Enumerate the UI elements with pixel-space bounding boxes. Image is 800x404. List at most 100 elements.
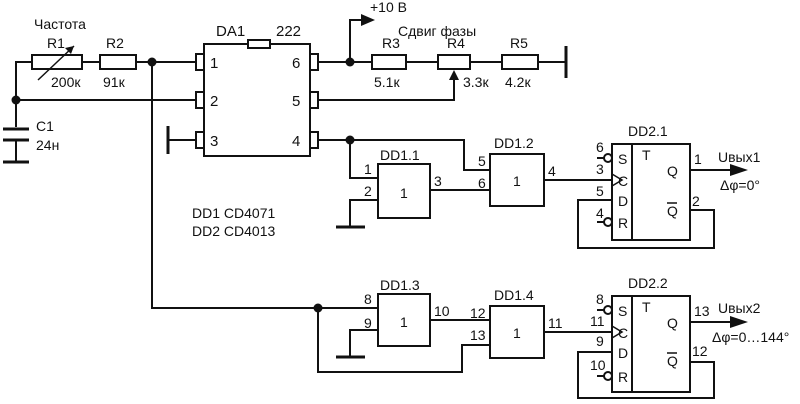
da1-pin-3: 3 [210, 133, 218, 150]
dd1-4-pin-a: 12 [470, 305, 486, 321]
r2-value: 91к [103, 74, 126, 90]
wire-pin4 [317, 139, 491, 171]
wire-supply [349, 19, 365, 63]
resistor-r1 [31, 45, 83, 81]
dd2-1-c: C [618, 173, 628, 189]
da1-pin-2: 2 [210, 93, 218, 110]
dd2-1-pin-qn: 2 [692, 193, 700, 209]
dd2-2-pin-r: 10 [590, 357, 606, 373]
resistor-r2 [99, 54, 137, 70]
dd1-4-pin-out: 11 [548, 315, 563, 331]
capacitor-c1 [3, 125, 29, 164]
dd2-1-r: R [618, 215, 628, 231]
dd2-1-pin-d: 5 [596, 183, 604, 199]
gate-dd1-2 [489, 153, 545, 207]
legend-dd1: DD1 CD4071 [192, 205, 275, 221]
dd1-1-ref: DD1.1 [380, 147, 420, 163]
dd2-2-ref: DD2.2 [628, 275, 668, 291]
output-arrow-icon [730, 316, 748, 328]
dd2-2-s: S [618, 303, 627, 319]
dd2-1-pin-r: 4 [596, 205, 604, 221]
dd2-1-d: D [618, 193, 628, 209]
supply-arrow-icon [361, 14, 375, 26]
dd2-1-s: S [618, 151, 627, 167]
output-1-phase: Δφ=0° [720, 177, 760, 193]
dd1-3-pin-out: 10 [434, 303, 450, 319]
legend-dd2: DD2 CD4013 [192, 223, 275, 239]
dd2-2-pin-q: 13 [694, 303, 710, 319]
resistor-r4 [437, 54, 471, 80]
wire-dd21-feedback [577, 199, 715, 249]
dd1-1-pin-out: 3 [434, 173, 442, 189]
r3-ref: R3 [382, 35, 400, 51]
wire-dd22-feedback [577, 351, 715, 399]
output-1-label: Uвых1 [718, 149, 761, 165]
dd1-1-func: 1 [400, 185, 408, 201]
wire-dd13-pin9 [349, 329, 379, 357]
dd1-4-ref: DD1.4 [494, 287, 534, 303]
output-2-label: Uвых2 [718, 300, 761, 316]
output-2-phase: Δφ=0…144° [712, 329, 789, 345]
dd2-2-pin-d: 9 [596, 333, 604, 349]
da1-pin-5: 5 [292, 93, 300, 110]
dd2-1-pin-c: 3 [596, 161, 604, 177]
flipflop-dd2-2 [603, 295, 691, 393]
text-labels: Частота R1 200к R2 91к C1 24н DA1 222 1 … [34, 0, 789, 385]
r4-value: 3.3к [463, 74, 489, 90]
da1-pin-6: 6 [292, 55, 300, 72]
r1-value: 200к [51, 74, 81, 90]
dd1-3-func: 1 [400, 314, 408, 330]
r2-ref: R2 [106, 35, 124, 51]
dd2-2-c: C [618, 325, 628, 341]
flipflop-dd2-1 [603, 143, 691, 241]
resistor-r5 [501, 54, 539, 70]
r3-value: 5.1к [374, 74, 400, 90]
dd1-1-pin-b: 2 [364, 183, 372, 199]
wire-pin5-wiper [317, 79, 455, 101]
dd2-2-pin-s: 8 [596, 291, 604, 307]
dd2-2-r: R [618, 369, 628, 385]
wire-bus-to-dd14-pin13 [317, 307, 491, 373]
dd2-1-qn: Q [667, 203, 678, 219]
wire-vertical-bus [151, 61, 319, 309]
da1-ref: DA1 [216, 23, 245, 40]
dd1-2-ref: DD1.2 [494, 135, 534, 151]
dd2-1-pin-s: 6 [596, 139, 604, 155]
dd1-4-func: 1 [513, 325, 521, 341]
junctions [11, 57, 355, 313]
gate-dd1-4 [489, 305, 545, 359]
dd1-3-pin-b: 9 [364, 315, 372, 331]
output-arrow-icon [730, 164, 748, 176]
dd1-2-pin-a: 5 [478, 153, 486, 169]
dd2-2-q: Q [667, 315, 678, 331]
dd1-4-pin-b: 13 [470, 327, 486, 343]
dd1-1-pin-a: 1 [364, 161, 372, 177]
ic-da1 [195, 39, 319, 157]
dd2-1-ref: DD2.1 [628, 123, 668, 139]
da1-type: 222 [276, 23, 301, 40]
dd2-2-qn: Q [667, 353, 678, 369]
dd2-1-t: T [642, 147, 651, 163]
dd1-3-pin-a: 8 [364, 291, 372, 307]
frequency-label: Частота [34, 16, 86, 32]
dd2-2-pin-c: 11 [590, 313, 605, 329]
r4-ref: R4 [447, 35, 465, 51]
resistor-r3 [371, 54, 407, 70]
da1-pin-4: 4 [292, 133, 300, 150]
gate-dd1-1 [377, 163, 431, 219]
dd1-2-pin-out: 4 [548, 163, 556, 179]
r5-value: 4.2к [505, 74, 531, 90]
dd2-1-q: Q [667, 163, 678, 179]
gate-dd1-3 [377, 293, 431, 347]
dd2-2-t: T [642, 299, 651, 315]
phase-shift-label: Сдвиг фазы [398, 23, 476, 39]
dd2-2-pin-qn: 12 [692, 343, 708, 359]
r1-ref: R1 [47, 35, 65, 51]
supply-label: +10 В [370, 0, 407, 15]
r5-ref: R5 [510, 35, 528, 51]
dd1-2-func: 1 [513, 173, 521, 189]
dd2-1-pin-q: 1 [694, 151, 702, 167]
dd2-2-d: D [618, 345, 628, 361]
dd1-2-pin-b: 6 [478, 175, 486, 191]
